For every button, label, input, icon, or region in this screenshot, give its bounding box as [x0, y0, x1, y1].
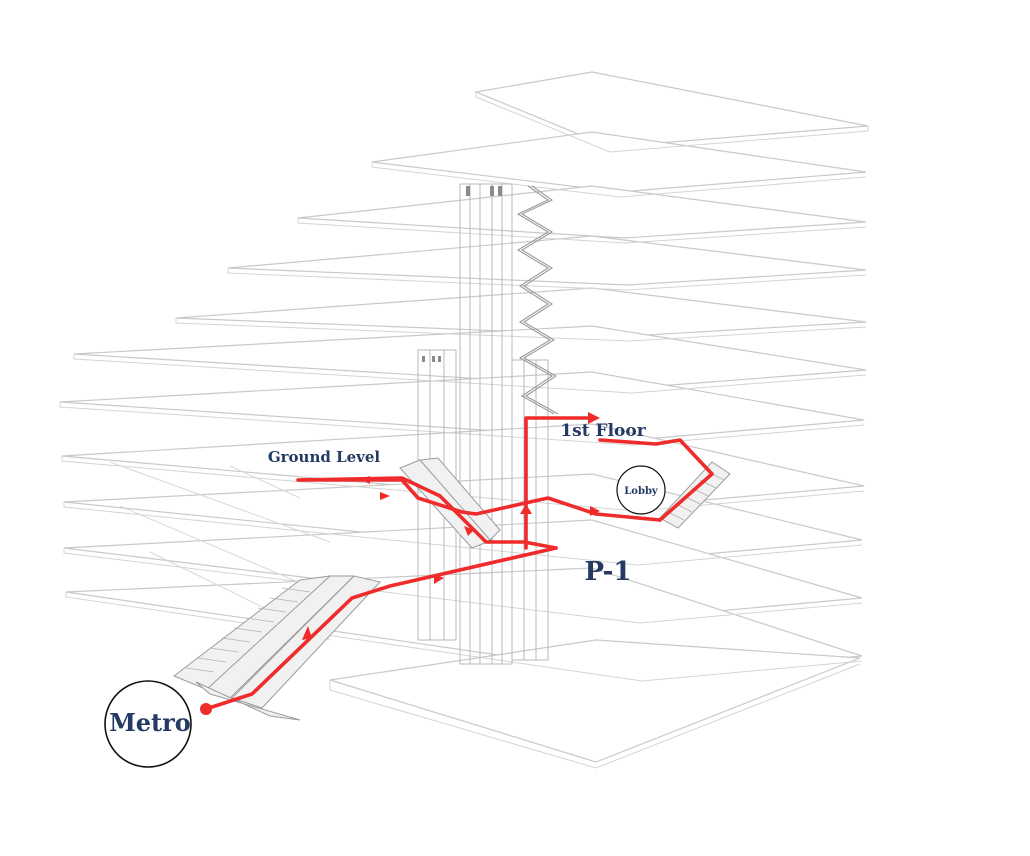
floor-slab-10 [371, 131, 867, 193]
first-floor-label: 1st Floor [560, 421, 646, 441]
arrow-icon [590, 506, 600, 516]
route-metro-to-p1 [204, 546, 558, 711]
ground-level-label: Ground Level [268, 448, 381, 466]
p1-label: P-1 [584, 557, 631, 587]
floor-slab-metro [329, 639, 861, 763]
core-staircase [516, 185, 559, 415]
lobby-circle [616, 465, 666, 515]
arrow-icon [380, 492, 390, 500]
floor-slab-8 [227, 235, 867, 286]
elevator-core [417, 183, 549, 665]
route-ground-mid [298, 478, 662, 522]
arrow-icon [588, 412, 600, 424]
metro-label: Metro [109, 708, 191, 737]
arrow-icon [360, 476, 370, 484]
floor-slab-9 [297, 185, 867, 239]
floor-slab-5 [59, 371, 865, 441]
route-lobby-to-first-floor [598, 438, 714, 522]
first-floor-stairs [659, 461, 731, 529]
arrow-icon [520, 504, 532, 514]
arrow-icon [464, 526, 474, 536]
building-structure [59, 71, 869, 763]
route-arrows [302, 412, 600, 640]
core-details [422, 186, 502, 362]
arrow-icon [302, 626, 312, 640]
route-start-dot [200, 703, 212, 715]
metro-circle [104, 680, 192, 768]
floor-slab-7 [175, 287, 867, 337]
lobby-label: Lobby [624, 486, 659, 497]
arrow-icon [434, 574, 444, 584]
slab-edges [59, 92, 869, 769]
metro-escalator-steps [185, 587, 311, 673]
